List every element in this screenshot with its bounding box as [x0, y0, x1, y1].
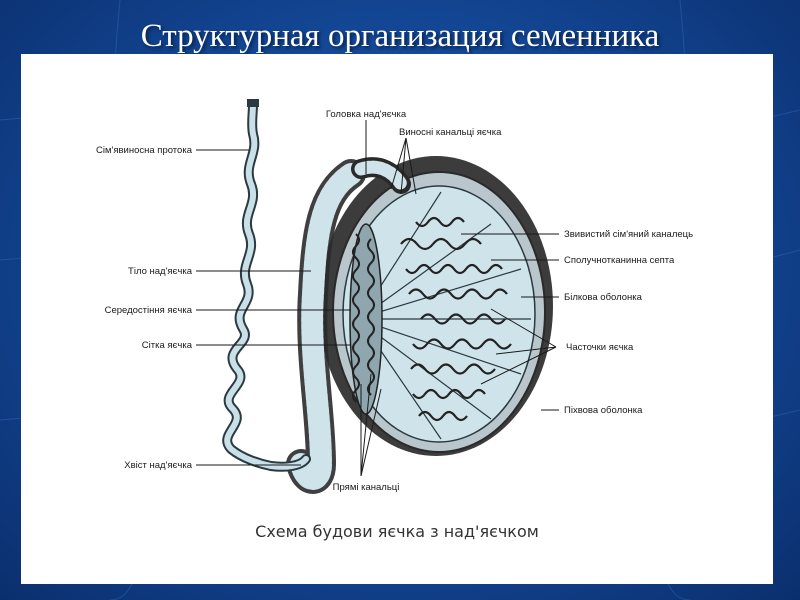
label-tunica-vaginalis: Піхвова оболонка: [564, 405, 643, 416]
label-lobules: Часточки яєчка: [566, 342, 634, 353]
diagram-caption: Схема будови яєчка з над'яєчком: [255, 522, 539, 541]
rete-testis-lines: [352, 233, 375, 403]
slide-title: Структурная организация семенника: [140, 18, 660, 54]
label-seminiferous-tubule: Звивистий сім'яний каналець: [564, 229, 693, 240]
vas-deferens: [222, 99, 311, 472]
label-septum: Сполучнотканинна септа: [564, 255, 675, 266]
label-efferent-ductules: Виносні канальці яєчка: [399, 127, 502, 138]
diagram-panel: Сім'явиносна протока Головка над'яєчка В…: [21, 54, 773, 584]
leader-lines: [196, 120, 559, 477]
testis-interior-shape: [342, 185, 536, 443]
rete-testis-mesh: [349, 223, 383, 415]
label-mediastinum: Середостіння яєчка: [105, 305, 193, 316]
testis-body: [319, 156, 553, 456]
vas-cut-end: [247, 99, 259, 107]
testis-diagram: Сім'явиносна протока Головка над'яєчка В…: [96, 99, 693, 494]
label-epididymis-tail: Хвіст над'яєчка: [124, 460, 192, 471]
label-tunica-albuginea: Білкова оболонка: [564, 292, 643, 303]
seminiferous-tubules: [400, 216, 512, 422]
label-rete-testis: Сітка яєчка: [142, 340, 193, 351]
epididymis: [286, 157, 411, 494]
label-straight-tubules: Прямі канальці: [333, 482, 400, 493]
label-epididymis-body: Тіло над'яєчка: [128, 266, 193, 277]
label-vas-deferens: Сім'явиносна протока: [96, 145, 193, 156]
label-epididymis-head: Головка над'яєчка: [326, 109, 407, 120]
